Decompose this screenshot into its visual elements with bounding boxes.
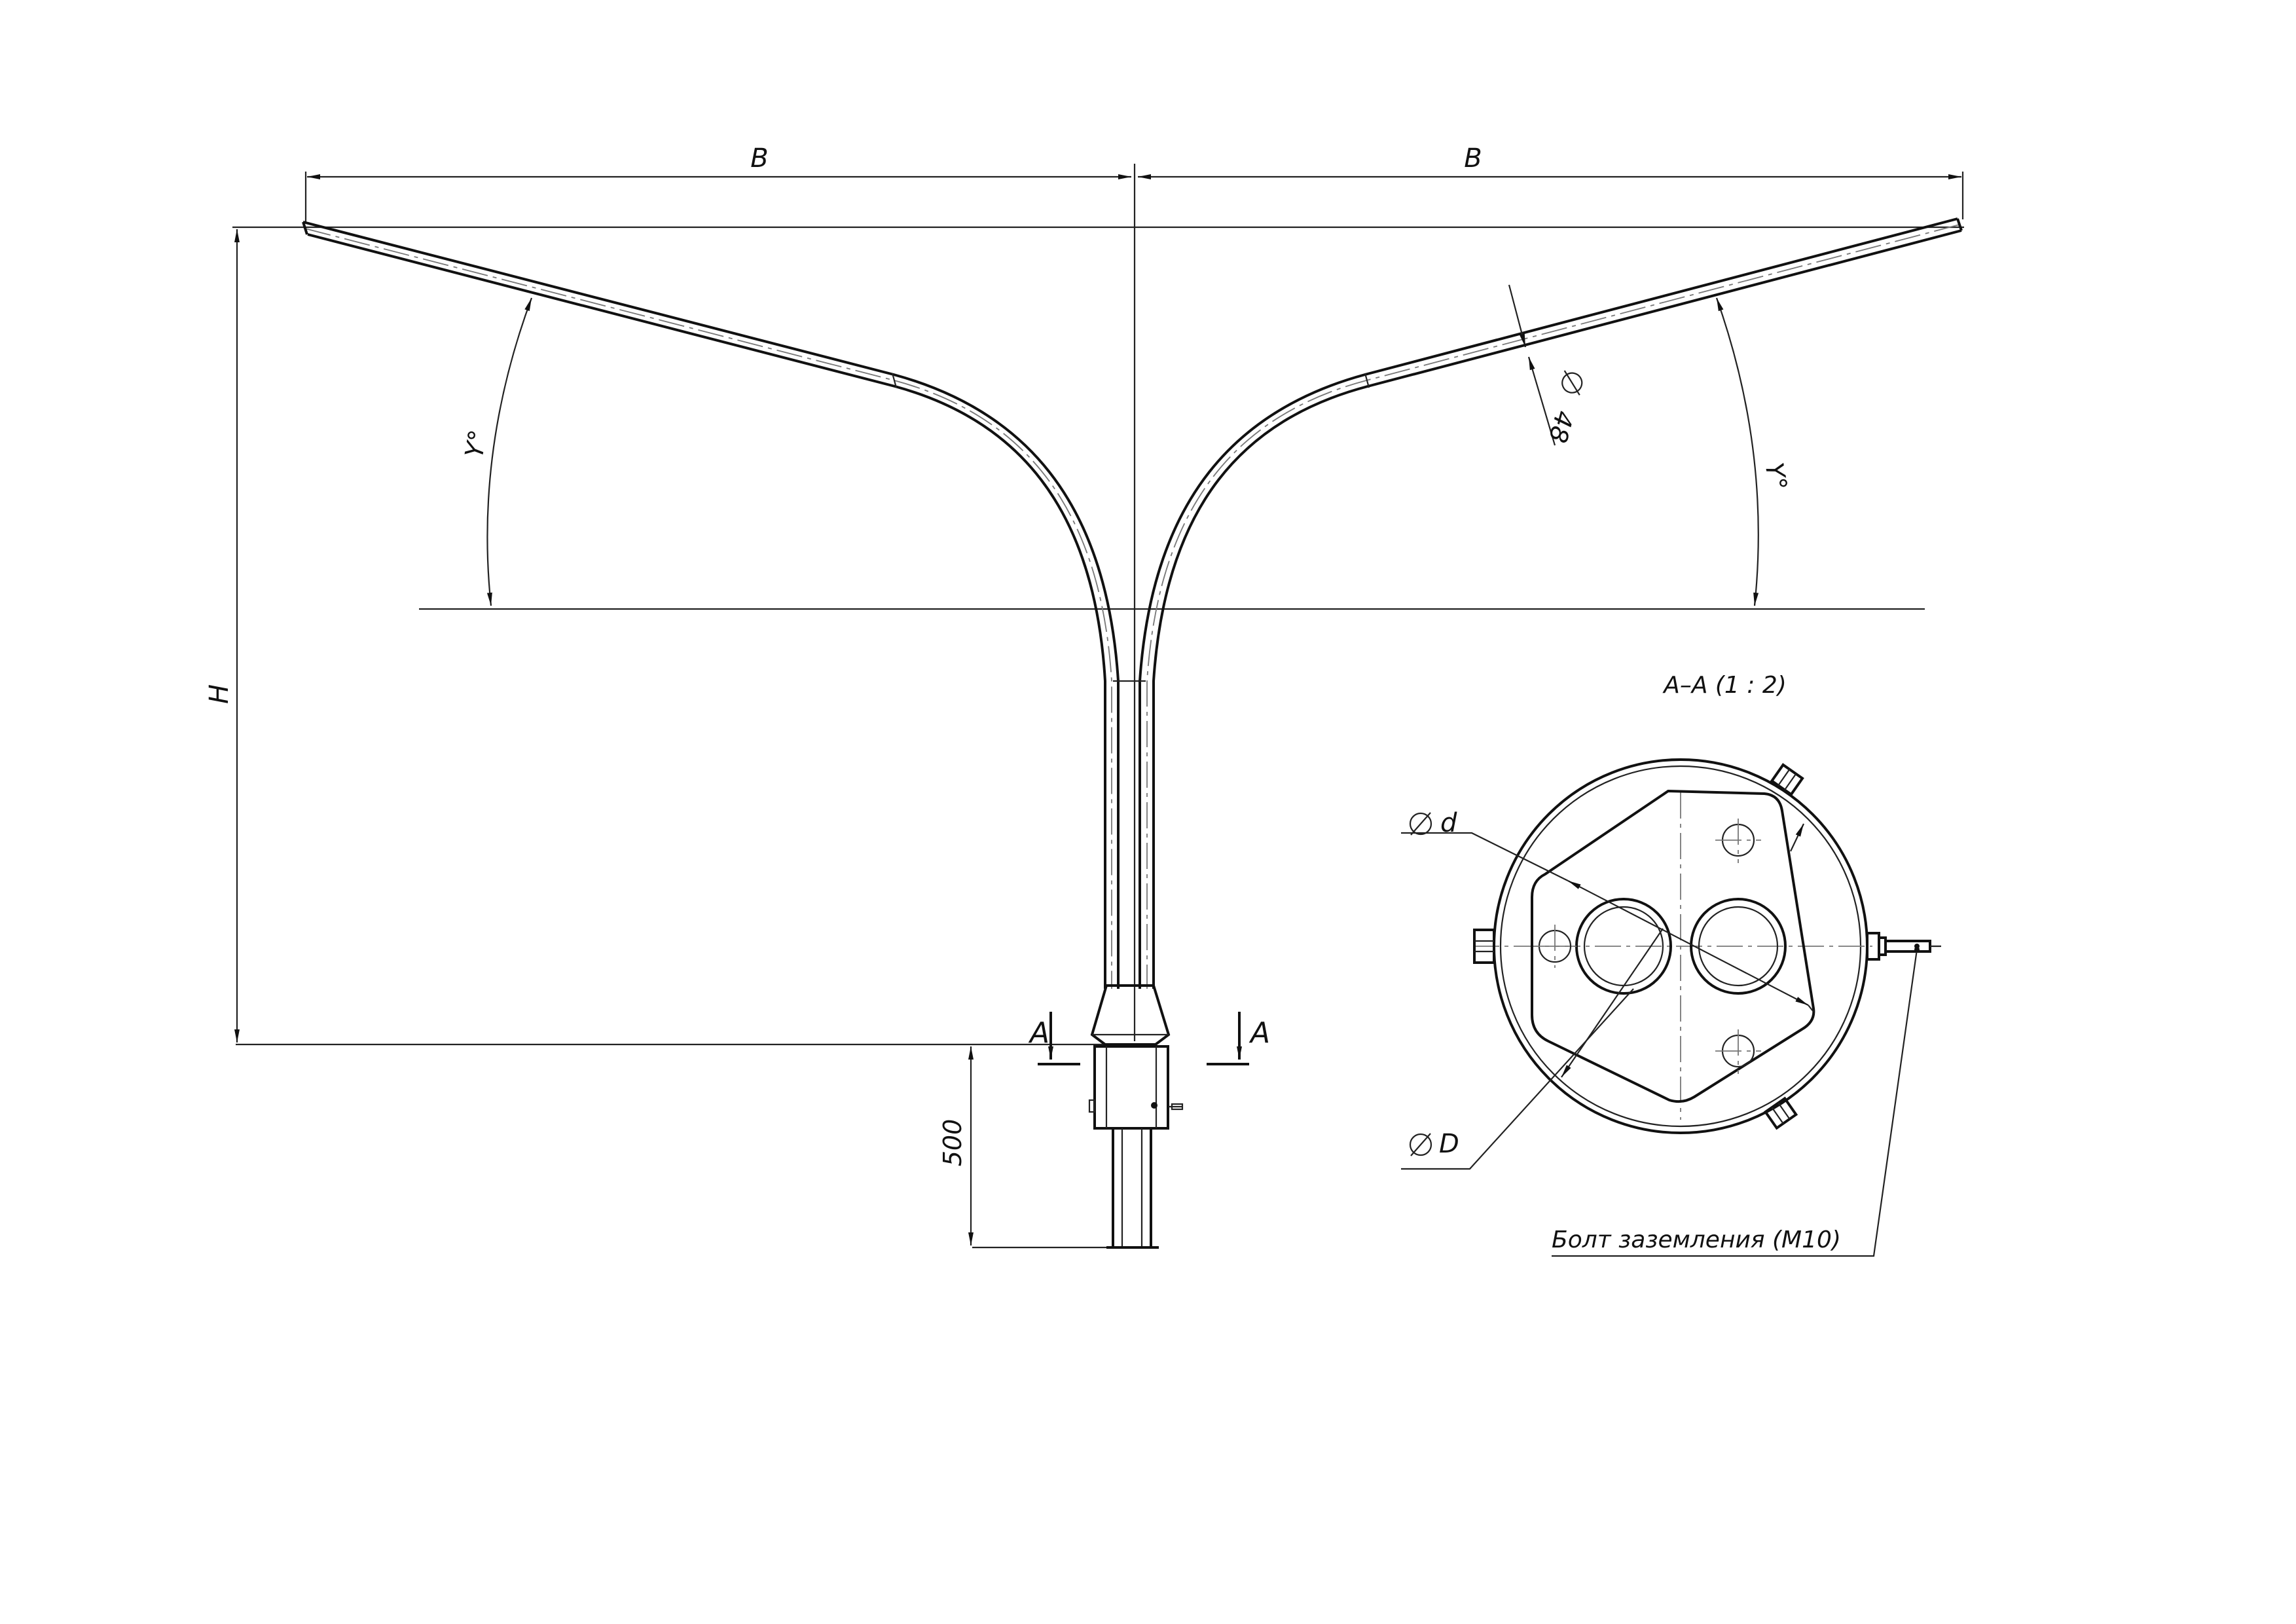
angle-left-label: Y° (460, 428, 493, 460)
dimension-500: 500 (938, 1046, 974, 1246)
mounting-hole-top (1715, 819, 1761, 863)
diameter-icon (1561, 370, 1583, 396)
dimension-500-label: 500 (938, 1119, 967, 1167)
ground-bolt (1866, 932, 1941, 961)
section-title: A–A (1 : 2) (1662, 672, 1787, 699)
left-arm (302, 221, 1120, 989)
dimension-h: H (204, 229, 240, 1043)
base-sleeve (1088, 1045, 1184, 1130)
mounting-hole-left (1533, 925, 1576, 968)
mounting-hole-bottom (1715, 1029, 1761, 1074)
diameter-icon (1409, 1133, 1432, 1156)
inner-d-label: d (1440, 808, 1457, 838)
dimension-h-label: H (204, 684, 234, 704)
dimension-b-right-label: B (1464, 143, 1482, 174)
ground-bolt-callout: Болт заземления (М10) (1552, 947, 1920, 1257)
cone-adapter (1090, 984, 1171, 1046)
clamp-bolt-bottom-right (1763, 1096, 1798, 1130)
section-mark-right-label: A (1248, 1016, 1270, 1050)
dimension-b-right: B (1138, 143, 1961, 179)
section-mark-left: A (1028, 1012, 1080, 1065)
section-mark-left-label: A (1028, 1016, 1049, 1050)
right-arm (1139, 217, 1963, 989)
diameter-icon (1409, 812, 1432, 836)
section-mark-right: A (1207, 1012, 1270, 1065)
dimension-pipe-diameter: 48 (1508, 284, 1583, 446)
base-plate (1531, 789, 1815, 1103)
angle-left: Y° (460, 297, 533, 606)
dimension-inner-d: d (1401, 808, 1814, 1012)
dimension-outer-d: D (1401, 928, 1664, 1170)
pole-elevation: B B H Y° Y° (204, 143, 1964, 1249)
clamp-bolt-left (1473, 929, 1495, 964)
dimension-b-left: B (307, 143, 1131, 179)
ground-bolt-hole (1151, 1102, 1157, 1109)
outer-d-label: D (1439, 1129, 1459, 1159)
pipe-diameter-label: 48 (1543, 408, 1579, 446)
lower-pole (1106, 1128, 1159, 1249)
clamp-bolt-top-right (1770, 763, 1804, 796)
angle-right: Y° (1715, 297, 1793, 606)
dimension-b-left-label: B (750, 143, 768, 174)
angle-right-label: Y° (1759, 460, 1793, 492)
ground-bolt-label: Болт заземления (М10) (1552, 1227, 1841, 1253)
section-view: A–A (1 : 2) (1401, 672, 1941, 1257)
